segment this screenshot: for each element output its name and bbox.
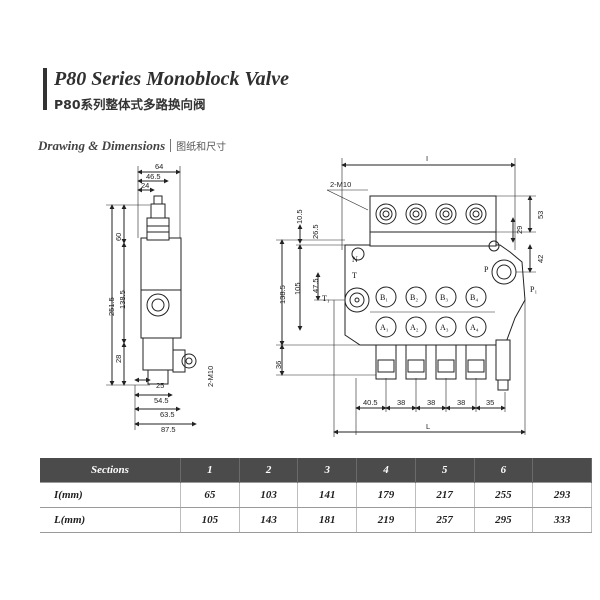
table-row: L(mm) 105 143 181 219 257 295 333 [40, 507, 592, 533]
side-port-circle [146, 293, 170, 317]
dim-54-5: 54.5 [154, 396, 169, 405]
section-separator [170, 139, 172, 152]
table-row: I(mm) 65 103 141 179 217 255 293 [40, 482, 592, 508]
table-header-cell: 6 [474, 458, 534, 483]
page-title: P80 Series Monoblock Valve [54, 68, 289, 90]
dim-I: I [426, 154, 428, 163]
dim-26-5: 26.5 [311, 224, 320, 239]
dim-L: L [426, 422, 430, 431]
port-label-A3: A₃ [440, 323, 449, 332]
port-label-N: N [352, 255, 358, 264]
sections-table: Sections 1 2 3 4 5 6 I(mm) 65 103 141 17… [40, 458, 592, 533]
table-cell: 255 [474, 482, 534, 508]
dim-2-m10-side: 2-M10 [206, 366, 215, 387]
port-label-A4: A₄ [470, 323, 479, 332]
valve-body [344, 244, 526, 346]
table-cell: 103 [239, 482, 299, 508]
table-header-cell: 2 [239, 458, 299, 483]
port-label-P: P [484, 265, 489, 274]
side-view-labels: 64 46.5 24 60 251.5 138.5 28 25 54.5 63.… [107, 162, 215, 434]
section-title: Drawing & Dimensions [38, 138, 166, 153]
dim-28: 28 [114, 355, 123, 363]
dim-138-5: 138.5 [118, 290, 127, 309]
side-body-lower [140, 289, 182, 339]
row-label: L(mm) [40, 507, 182, 533]
table-cell: 105 [180, 507, 240, 533]
table-header-cell: 1 [180, 458, 240, 483]
table-cell: 217 [415, 482, 475, 508]
table-cell: 219 [356, 507, 416, 533]
dim-38-b: 38 [427, 398, 435, 407]
dim-60: 60 [114, 233, 123, 241]
port-label-T: T [352, 271, 357, 280]
table-header-cell: 5 [415, 458, 475, 483]
port-label-A2: A₂ [410, 323, 419, 332]
dim-25: 25 [156, 381, 164, 390]
port-label-B1: B₁ [380, 293, 388, 302]
section-heading: Drawing & Dimensions 图纸和尺寸 [38, 138, 226, 154]
dim-38-a: 38 [397, 398, 405, 407]
dim-105: 105 [293, 282, 302, 295]
top-caps-block [369, 195, 497, 233]
port-label-P1: P₁ [530, 285, 537, 294]
table-header-row: Sections 1 2 3 4 5 6 [40, 458, 592, 483]
port-label-B4: B₄ [470, 293, 478, 302]
front-view-labels: I 2-M10 10.5 26.5 47.5 105 138.5 36 53 2… [274, 154, 545, 431]
dim-24: 24 [141, 181, 149, 190]
ports-A-row [375, 316, 487, 338]
title-accent-bar [43, 68, 47, 110]
table-header-cell: Sections [40, 458, 182, 483]
dim-251-5: 251.5 [107, 297, 116, 316]
dim-2-m10-front: 2-M10 [330, 180, 351, 189]
dim-138-5-front: 138.5 [278, 285, 287, 304]
dim-87-5: 87.5 [161, 425, 176, 434]
spool-caps [375, 203, 487, 225]
table-cell: 257 [415, 507, 475, 533]
page-subtitle: P80系列整体式多路换向阀 [54, 97, 206, 112]
side-spool-cap [146, 217, 170, 241]
table-cell: 141 [297, 482, 358, 508]
port-label-B3: B₃ [440, 293, 448, 302]
table-cell: 293 [532, 482, 592, 508]
table-header-cell: 3 [297, 458, 358, 483]
table-cell: 143 [239, 507, 299, 533]
table-header-cell [532, 458, 592, 483]
table-cell: 65 [180, 482, 240, 508]
dim-42: 42 [536, 255, 545, 263]
dim-36: 36 [274, 361, 283, 369]
dim-64: 64 [155, 162, 163, 171]
port-label-B2: B₂ [410, 293, 418, 302]
spool-handles [375, 344, 487, 380]
section-subtitle-cn: 图纸和尺寸 [176, 142, 227, 153]
dim-29: 29 [515, 226, 524, 234]
table-cell: 295 [474, 507, 534, 533]
dim-40-5: 40.5 [363, 398, 378, 407]
dim-53: 53 [536, 211, 545, 219]
table-header-cell: 4 [356, 458, 416, 483]
table-cell: 333 [532, 507, 592, 533]
dim-35: 35 [486, 398, 494, 407]
ports-B-row [375, 286, 487, 308]
port-label-T1: T₁ [322, 294, 330, 303]
dim-38-c: 38 [457, 398, 465, 407]
port-label-A1: A₁ [380, 323, 389, 332]
dim-63-5: 63.5 [160, 410, 175, 419]
dim-47-5: 47.5 [311, 278, 320, 293]
table-cell: 181 [297, 507, 358, 533]
table-cell: 179 [356, 482, 416, 508]
row-label: I(mm) [40, 482, 182, 508]
dim-46-5: 46.5 [146, 172, 161, 181]
front-view [276, 158, 536, 437]
dim-10-5: 10.5 [295, 209, 304, 224]
side-view [106, 166, 197, 430]
